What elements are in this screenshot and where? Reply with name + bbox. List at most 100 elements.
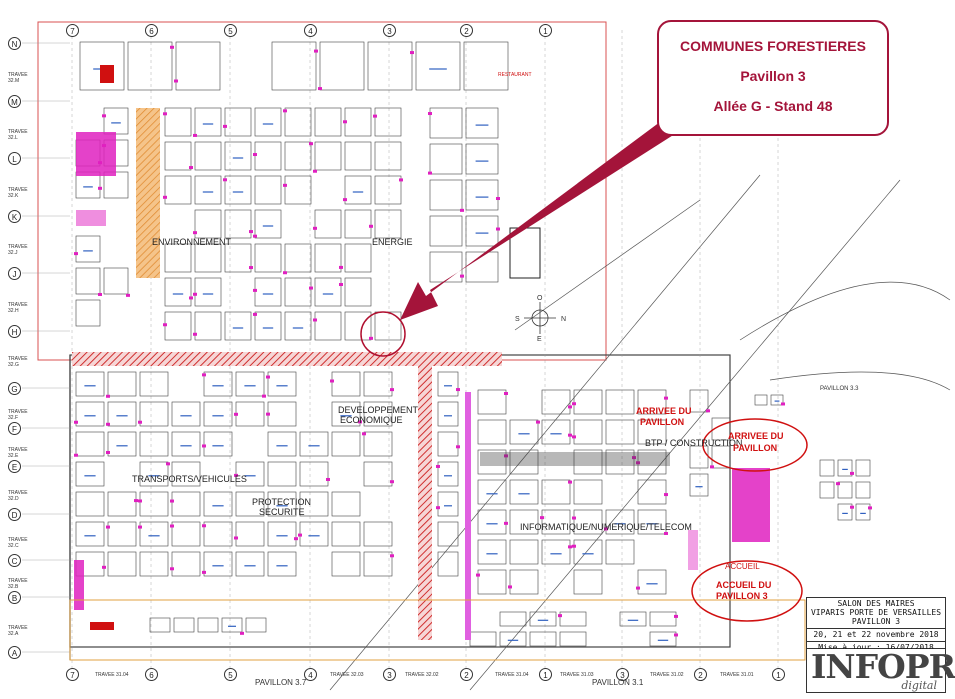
stand-number	[232, 191, 244, 193]
stand-callout: COMMUNES FORESTIERES Pavillon 3 Allée G …	[657, 20, 889, 136]
booth	[107, 551, 137, 577]
booth	[314, 141, 342, 171]
stand-marker	[193, 292, 197, 296]
booth	[224, 209, 252, 239]
stand-marker	[604, 527, 608, 531]
booth	[75, 267, 101, 295]
stand-marker	[98, 292, 102, 296]
walkway-vertical	[418, 362, 432, 640]
booth	[605, 509, 635, 535]
stand-number	[537, 619, 549, 621]
booth	[437, 521, 459, 547]
column-axis-label: 3	[383, 24, 396, 37]
stand-marker	[496, 197, 500, 201]
stand-marker	[504, 454, 508, 458]
booth	[429, 251, 463, 283]
booth	[254, 141, 282, 171]
stand-marker	[253, 153, 257, 157]
arrivee-label-2a: ARRIVEE DU	[728, 431, 784, 441]
booth	[573, 389, 603, 415]
stand-number	[84, 385, 96, 387]
travee-left-label: TRAVEE 32.G	[8, 356, 28, 368]
booth	[374, 209, 402, 239]
stand-marker	[326, 477, 330, 481]
stand-number	[352, 191, 364, 193]
stand-number	[486, 553, 498, 555]
stand-marker	[572, 402, 576, 406]
stand-number	[244, 475, 256, 477]
stand-number	[774, 400, 780, 402]
legend-event: SALON DES MAIRES	[837, 599, 915, 608]
stand-marker	[106, 422, 110, 426]
stand-number	[322, 293, 334, 295]
booth	[437, 491, 459, 517]
compass-o: O	[537, 295, 543, 302]
orange-column	[136, 108, 160, 278]
booth	[75, 401, 105, 427]
booth	[837, 503, 853, 521]
booth	[637, 509, 667, 535]
title-block: SALON DES MAIRES VIPARIS PORTE DE VERSAI…	[806, 597, 946, 652]
stand-number	[292, 327, 304, 329]
booth	[139, 551, 169, 577]
stand-marker	[266, 412, 270, 416]
stand-number	[627, 619, 639, 621]
stand-marker	[294, 537, 298, 541]
stand-marker	[369, 224, 373, 228]
booth	[107, 371, 137, 397]
booth	[509, 539, 539, 565]
stand-marker	[106, 525, 110, 529]
stand-marker	[369, 336, 373, 340]
stand-number	[614, 523, 626, 525]
stand-marker	[223, 178, 227, 182]
stand-marker	[74, 252, 78, 256]
column-axis-label: 2	[460, 24, 473, 37]
stand-marker	[568, 480, 572, 484]
booth	[855, 481, 871, 499]
stand-marker	[202, 524, 206, 528]
row-axis-label: L	[8, 152, 21, 165]
row-axis-label: G	[8, 382, 21, 395]
stand-marker	[126, 293, 130, 297]
zone-developpement: DEVELOPPEMENT	[338, 405, 419, 415]
stand-number	[212, 385, 224, 387]
stand-number	[657, 639, 669, 641]
booth	[367, 41, 413, 91]
booth	[469, 631, 497, 647]
booth	[139, 431, 169, 457]
booth	[637, 389, 667, 415]
stand-marker	[189, 296, 193, 300]
booth	[331, 551, 361, 577]
booth	[429, 215, 463, 247]
booth	[465, 143, 499, 175]
booth	[267, 431, 297, 457]
stand-number	[340, 415, 352, 417]
booth	[254, 311, 282, 341]
stand-marker	[558, 614, 562, 618]
stand-marker	[170, 499, 174, 503]
row-axis-label: B	[8, 591, 21, 604]
stand-marker	[202, 373, 206, 377]
stand-number	[276, 565, 288, 567]
booth	[235, 401, 265, 427]
travee-left-label: TRAVEE 32.J	[8, 244, 28, 256]
stand-marker	[253, 288, 257, 292]
booth	[429, 179, 463, 211]
arrivee-highlight	[702, 418, 808, 472]
stand-marker	[572, 544, 576, 548]
column-axis-label-bottom: 6	[145, 668, 158, 681]
stand-number	[244, 385, 256, 387]
booth	[499, 631, 527, 647]
booth	[541, 389, 571, 415]
building-lower-outline	[69, 354, 731, 648]
column-axis-label-bottom: 5	[224, 668, 237, 681]
booth	[711, 417, 731, 441]
compass-rose	[524, 302, 556, 334]
travee-bottom-label: TRAVEE 31.04	[495, 672, 529, 678]
booth	[173, 617, 195, 633]
booth	[619, 611, 647, 627]
accueil-highlight	[691, 560, 803, 622]
row-axis-label: K	[8, 210, 21, 223]
travee-left-label: TRAVEE 32.A	[8, 625, 28, 637]
booth	[79, 41, 125, 91]
